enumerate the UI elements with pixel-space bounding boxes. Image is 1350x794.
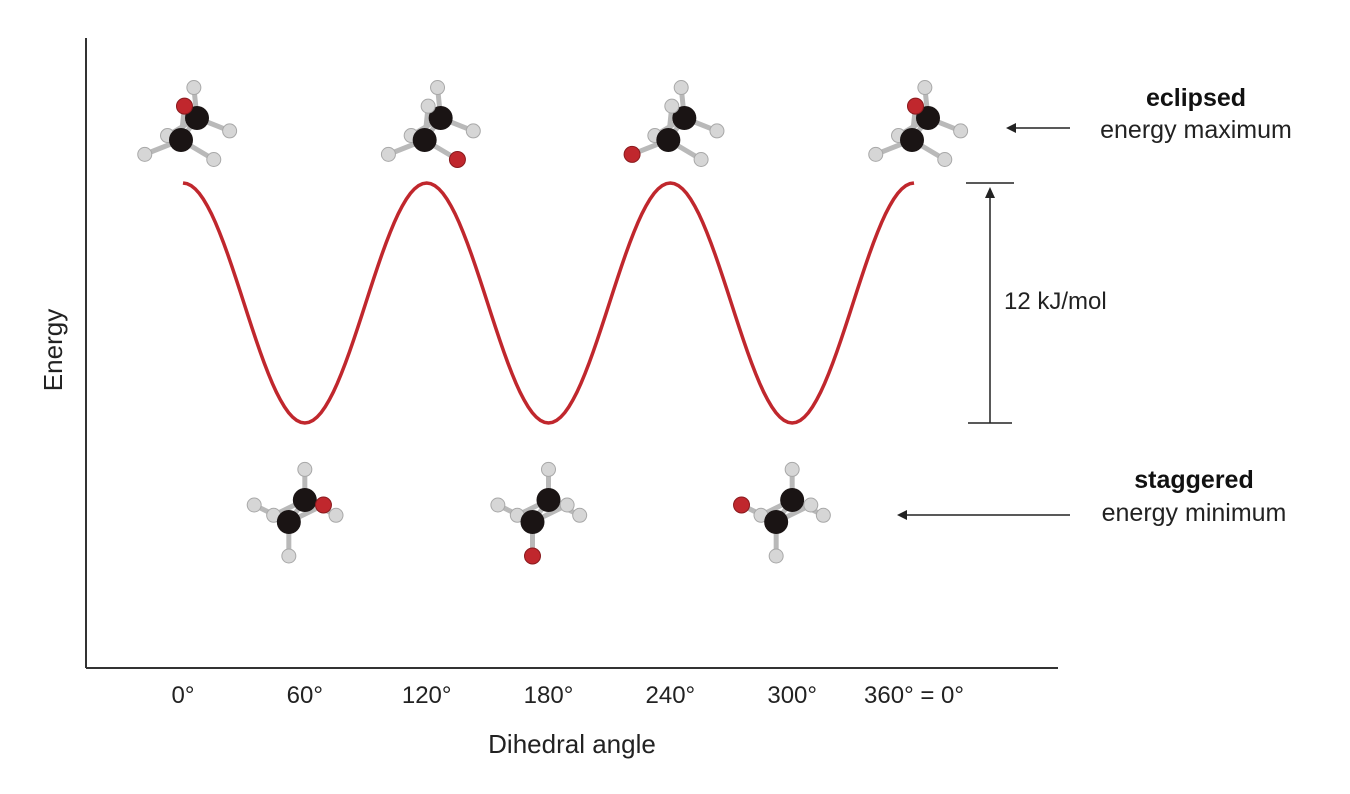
hydrogen-atom <box>768 548 784 564</box>
energy-maximum-label: energy maximum <box>1100 116 1292 144</box>
staggered-arrow <box>897 510 1070 520</box>
x-tick-label-0: 0° <box>172 682 195 709</box>
hydrogen-atom <box>490 497 506 513</box>
hydrogen-atom <box>559 497 575 513</box>
hydrogen-atom <box>541 461 556 477</box>
carbon-atom <box>656 128 681 152</box>
hydrogen-atom <box>246 497 262 513</box>
x-tick-label-300: 300° <box>767 682 817 709</box>
carbon-atom <box>169 128 193 152</box>
x-tick-labels: 0° 60° 120° 180° 240° 300° 360° = 0° <box>172 682 964 709</box>
hydrogen-atom <box>803 497 819 513</box>
barrier-arrowhead <box>985 187 995 198</box>
substituent-atom <box>448 151 466 169</box>
conformer-models <box>137 80 969 565</box>
carbon-atom <box>672 106 697 130</box>
barrier-value-label: 12 kJ/mol <box>1004 288 1107 315</box>
carbon-atom <box>276 510 301 534</box>
staggered-conformer-300 <box>733 461 831 564</box>
hydrogen-atom <box>693 152 709 168</box>
eclipsed-conformer-0 <box>137 80 238 168</box>
x-tick-label-180: 180° <box>524 682 574 709</box>
hydrogen-atom <box>709 123 725 139</box>
hydrogen-atom <box>297 461 313 477</box>
substituent-atom <box>314 496 332 514</box>
x-tick-label-360: 360° = 0° <box>864 682 964 709</box>
hydrogen-atom <box>328 507 344 523</box>
hydrogen-atom <box>206 152 222 168</box>
hydrogen-atom <box>420 98 436 114</box>
substituent-atom <box>524 547 541 565</box>
hydrogen-atom <box>137 146 153 162</box>
eclipsed-conformer-360 <box>868 80 969 168</box>
carbon-atom <box>900 128 924 152</box>
staggered-conformer-180 <box>490 461 588 565</box>
carbon-atom <box>292 488 317 512</box>
x-tick-label-120: 120° <box>402 682 452 709</box>
substituent-atom <box>906 97 924 115</box>
carbon-atom <box>780 488 805 512</box>
carbon-atom <box>916 106 940 130</box>
hydrogen-atom <box>953 123 969 139</box>
hydrogen-atom <box>664 98 680 114</box>
hydrogen-atom <box>380 146 396 162</box>
x-tick-label-60: 60° <box>287 682 323 709</box>
hydrogen-atom <box>222 123 238 139</box>
carbon-atom <box>520 510 545 534</box>
energy-curve <box>182 181 915 425</box>
hydrogen-atom <box>937 152 953 168</box>
energy-barrier-bracket <box>966 182 1014 424</box>
hydrogen-atom <box>868 146 884 162</box>
eclipsed-arrow <box>1006 123 1070 133</box>
hydrogen-atom <box>784 461 800 477</box>
staggered-label: staggered <box>1134 466 1253 494</box>
carbon-atom <box>428 106 453 130</box>
substituent-atom <box>175 97 193 115</box>
hydrogen-atom <box>815 507 831 523</box>
x-tick-label-240: 240° <box>646 682 696 709</box>
energy-minimum-label: energy minimum <box>1102 499 1287 527</box>
hydrogen-atom <box>673 80 689 96</box>
carbon-atom <box>764 510 789 534</box>
hydrogen-atom <box>430 80 446 96</box>
hydrogen-atom <box>572 507 588 523</box>
carbon-atom <box>412 128 437 152</box>
x-axis-title: Dihedral angle <box>488 729 656 759</box>
y-axis-title: Energy <box>38 309 68 391</box>
hydrogen-atom <box>281 548 297 564</box>
carbon-atom <box>536 488 561 512</box>
eclipsed-conformer-240 <box>623 80 725 168</box>
hydrogen-atom <box>186 80 202 96</box>
eclipsed-label: eclipsed <box>1146 84 1246 112</box>
substituent-atom <box>733 496 751 514</box>
carbon-atom <box>185 106 209 130</box>
hydrogen-atom <box>465 123 481 139</box>
eclipsed-conformer-120 <box>380 80 481 169</box>
substituent-atom <box>623 145 641 163</box>
hydrogen-atom <box>917 80 933 96</box>
staggered-conformer-60 <box>246 461 344 564</box>
